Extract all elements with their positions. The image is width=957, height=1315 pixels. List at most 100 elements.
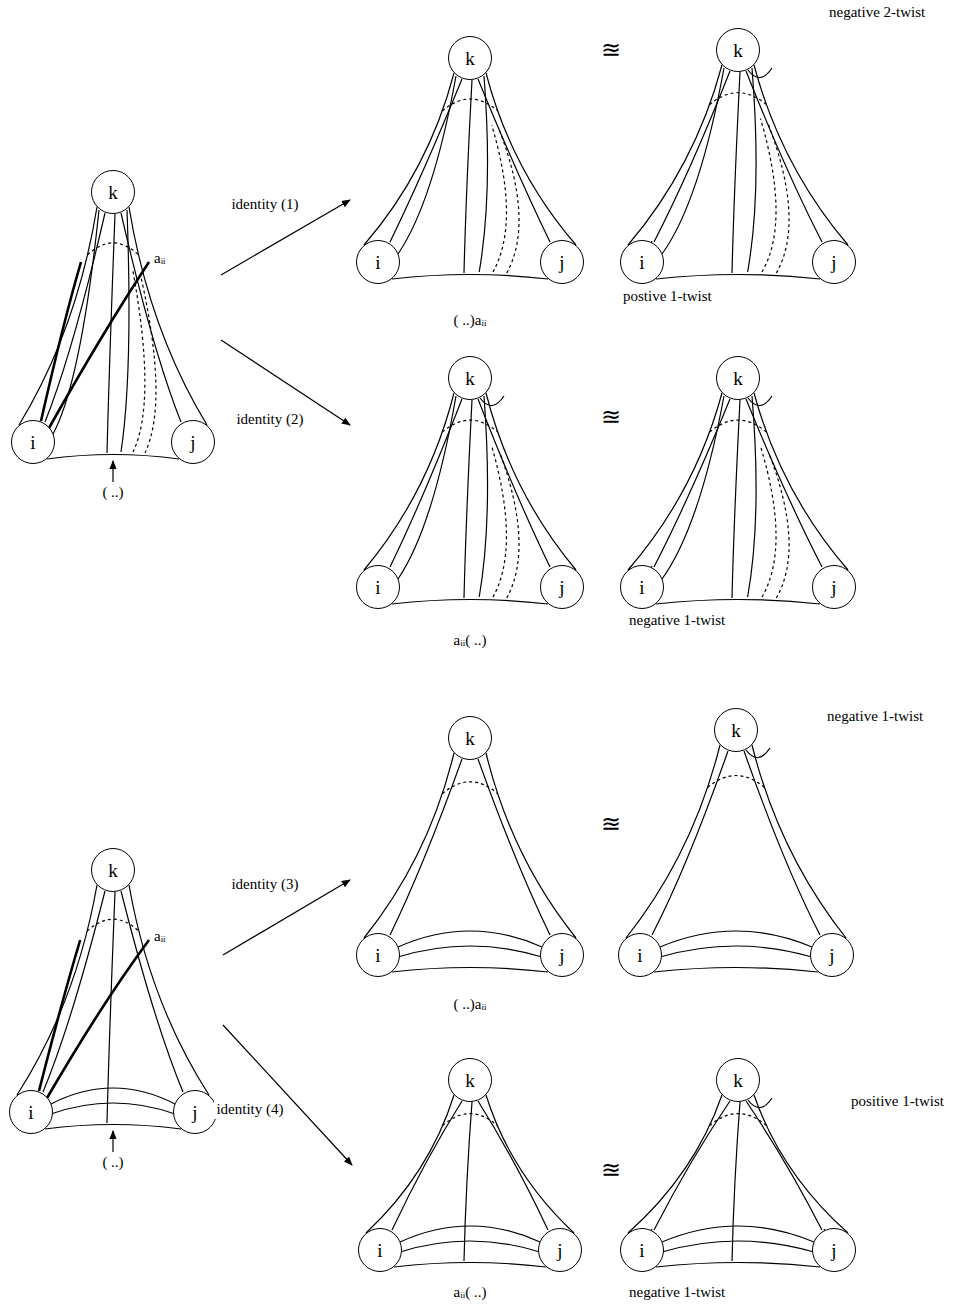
circle-label: k (733, 41, 743, 60)
curve-strand (464, 1102, 472, 1261)
circle-label: k (465, 369, 475, 388)
pants-outline (394, 1263, 546, 1268)
boundary-circle: k (91, 848, 135, 892)
edge-label: identity (3) (229, 876, 300, 893)
boundary-circle: j (812, 565, 856, 609)
circle-label: j (831, 253, 836, 272)
boundary-circle: i (11, 420, 55, 464)
figure-label: aᵢᵢ (153, 928, 167, 945)
curve-strand (464, 400, 472, 598)
pants-outline (486, 753, 576, 938)
twist-curve (748, 1098, 772, 1108)
circle-label: i (639, 253, 644, 272)
pants-figure: negative 1-twistkij (614, 352, 862, 613)
curve-strand (398, 396, 456, 579)
boundary-circle: k (716, 1058, 760, 1102)
boundary-circle: i (356, 565, 400, 609)
curve-strand (121, 213, 181, 422)
figure-label: aᵢᵢ( ..) (453, 632, 488, 649)
circle-label: i (639, 578, 644, 597)
figure-label: negative 1-twist (628, 612, 726, 629)
pants-figure: aᵢᵢ( ..)kij (352, 1054, 588, 1276)
circle-label: i (639, 1241, 644, 1260)
pants-outline (392, 275, 548, 280)
boundary-circle: i (9, 1090, 53, 1134)
pants-outline (392, 600, 548, 605)
pants-outline (754, 1095, 848, 1233)
dashed-strand (133, 269, 145, 452)
curve-strand (748, 68, 756, 272)
curve-strand (121, 891, 183, 1092)
boundary-circle: j (812, 1228, 856, 1272)
circle-label: j (559, 253, 564, 272)
figure-label: aᵢᵢ( ..) (453, 1284, 488, 1301)
dashed-strand (761, 446, 777, 597)
curve-strand (662, 1241, 814, 1252)
figure-label: negative 2-twist (828, 4, 926, 21)
twist-curve (746, 748, 770, 758)
edge-label: identity (4) (214, 1101, 285, 1118)
circle-label: k (465, 49, 475, 68)
curve-strand (51, 1088, 175, 1104)
boundary-circle: j (540, 933, 584, 977)
pants-outline (17, 885, 97, 1095)
curve-strand (748, 396, 756, 597)
figure-label: positive 1-twist (850, 1093, 945, 1110)
bold-curve (39, 940, 80, 1091)
dashed-strand (769, 125, 790, 273)
curve-strand (398, 946, 542, 957)
curve-strand (464, 80, 472, 273)
boundary-circle: j (812, 240, 856, 284)
pointer-arrow (112, 461, 113, 482)
curve-strand (478, 1101, 548, 1230)
curve-strand (732, 400, 740, 598)
curve-strand (662, 1226, 814, 1242)
boundary-circle: k (716, 356, 760, 400)
pants-figure: aᵢᵢ( ..)kij (3, 844, 223, 1138)
bold-curve (49, 262, 149, 428)
boundary-circle: k (448, 36, 492, 80)
boundary-circle: k (448, 716, 492, 760)
curve-strand (107, 214, 115, 453)
boundary-circle: k (716, 28, 760, 72)
edge-label: identity (2) (234, 411, 305, 428)
circle-label: k (108, 183, 118, 202)
curve-strand (662, 396, 724, 579)
figure-label: postive 1-twist (622, 288, 713, 305)
circle-label: k (465, 729, 475, 748)
twist-curve (480, 396, 504, 406)
curve-strand (746, 71, 822, 242)
figure-label: ( ..)aᵢᵢ (453, 996, 488, 1013)
pants-outline (628, 1095, 722, 1233)
approx-symbol: ≊ (601, 405, 621, 429)
pants-figure: positive 1-twistnegative 1-twistkij (614, 1054, 862, 1276)
twist-curve (748, 396, 772, 406)
circle-label: j (190, 433, 195, 452)
pants-outline (364, 73, 454, 245)
curve-strand (400, 1241, 540, 1252)
pants-outline (754, 65, 848, 245)
curve-strand (744, 751, 820, 935)
curve-strand (732, 72, 740, 273)
boundary-circle: i (356, 240, 400, 284)
curve-strand (53, 210, 99, 434)
curve-strand (746, 1101, 822, 1230)
boundary-circle: k (714, 708, 758, 752)
curve-strand (43, 891, 105, 1092)
pants-outline (392, 968, 548, 973)
curve-strand (392, 1101, 462, 1230)
dashed-strand (761, 119, 777, 272)
pointer-arrow (112, 1131, 113, 1152)
boundary-circle: i (356, 933, 400, 977)
pants-outline (45, 1125, 181, 1130)
curve-strand (398, 931, 542, 947)
dashed-strand (492, 125, 507, 272)
curve-strand (400, 1226, 540, 1242)
pants-figure: negative 1-twistkij (612, 704, 860, 981)
pants-outline (656, 275, 820, 280)
curve-strand (398, 76, 456, 254)
pants-outline (656, 600, 820, 605)
bold-curve (47, 940, 149, 1098)
curve-strand (746, 399, 822, 567)
